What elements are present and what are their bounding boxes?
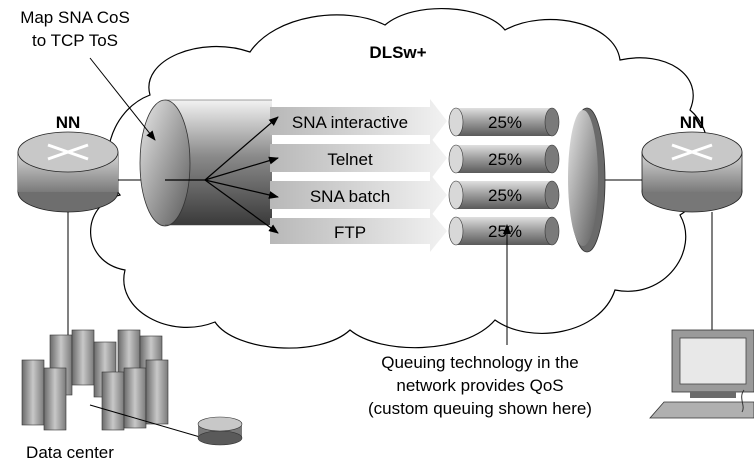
queue-cylinders [448,107,560,246]
queue-share-label: 25% [488,150,522,169]
data-center-servers-icon [21,329,169,431]
annotation-line: to TCP ToS [32,31,118,50]
disk-link [89,404,201,438]
caption-line: network provides QoS [396,376,563,395]
queue-share-label: 25% [488,113,522,132]
queue-cylinder [448,107,560,137]
data-center-label: Data center [26,443,114,462]
tcp-tunnel [139,99,272,227]
traffic-class-label: SNA batch [310,187,390,206]
traffic-class-label: SNA interactive [292,113,408,132]
traffic-class-label: FTP [334,223,366,242]
router-arrows-icon [47,143,89,161]
diagram-title: DLSw+ [369,43,426,62]
caption-line: Queuing technology in the [381,353,579,372]
left-node-label: NN [56,113,81,132]
annotation-pointer [89,57,156,141]
traffic-class-label: Telnet [327,150,373,169]
workstation-icon [649,329,754,419]
queue-cylinder [448,180,560,210]
traffic-arrows [270,99,447,252]
left-router [17,131,119,213]
right-router [641,131,743,213]
queue-share-label: 25% [488,222,522,241]
network-cloud [90,8,710,349]
queue-cylinder [448,144,560,174]
router-arrows-icon [671,143,713,161]
queue-cylinder [448,216,560,246]
tunnel-exit-disk [568,107,606,253]
annotation-line: Map SNA CoS [20,8,130,27]
right-node-label: NN [680,113,705,132]
fanout-arrows [165,116,279,234]
caption-line: (custom queuing shown here) [368,399,592,418]
queue-share-label: 25% [488,186,522,205]
disk-icon [197,416,243,446]
